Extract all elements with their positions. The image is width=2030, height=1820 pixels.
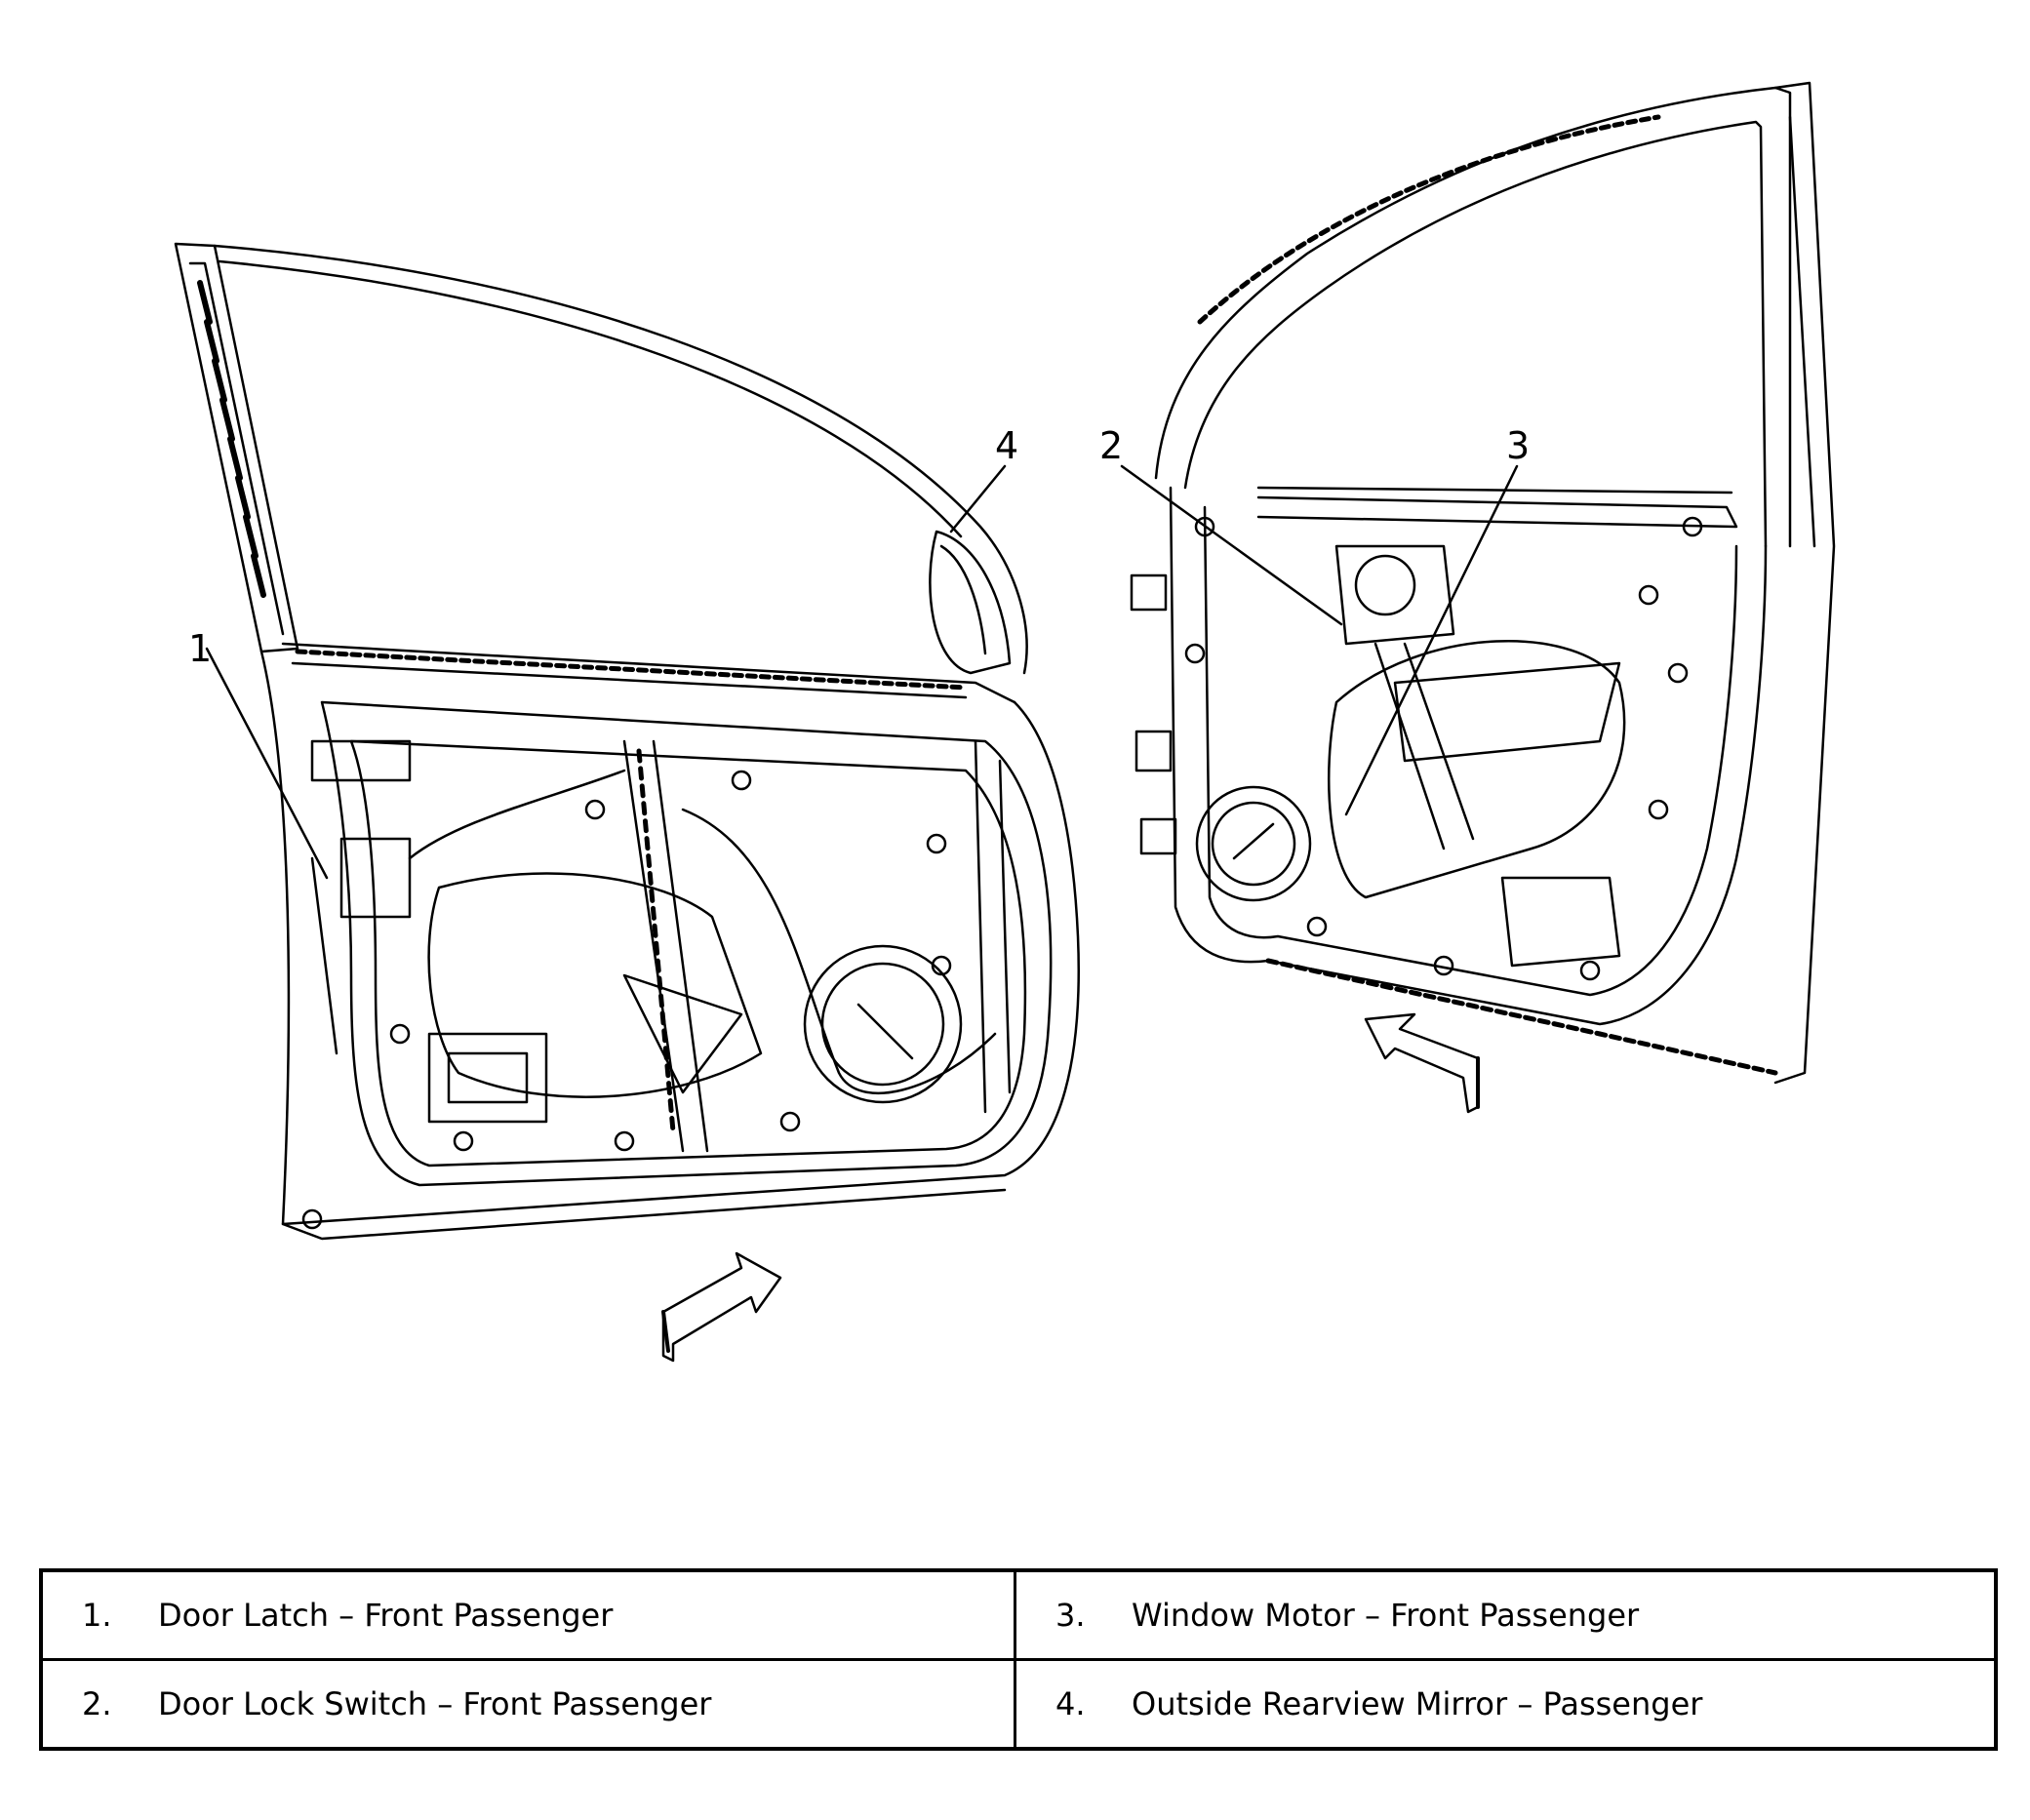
right-door-window-frame	[1154, 86, 1792, 548]
legend-label: Outside Rearview Mirror – Passenger	[1132, 1685, 1703, 1722]
right-window-motor	[1334, 544, 1455, 646]
door-illustration: 1 2 3 4	[174, 81, 1836, 1363]
legend-label: Door Latch – Front Passenger	[158, 1597, 614, 1634]
right-door-drawing	[1130, 81, 1836, 1114]
right-view-arrow	[1364, 1012, 1480, 1114]
legend-label: Door Lock Switch – Front Passenger	[158, 1685, 712, 1722]
callout-4: 4	[995, 424, 1018, 467]
legend-row: 2. Door Lock Switch – Front Passenger 4. O…	[39, 1658, 1998, 1751]
legend-cell: 3. Window Motor – Front Passenger	[1014, 1568, 1998, 1661]
right-door-body	[1169, 486, 1768, 1026]
legend-cell: 4. Outside Rearview Mirror – Passenger	[1014, 1658, 1998, 1751]
legend-table: 1. Door Latch – Front Passenger 3. Window …	[39, 1568, 1998, 1751]
legend-number: 2.	[82, 1685, 112, 1722]
legend-cell: 2. Door Lock Switch – Front Passenger	[39, 1658, 1016, 1751]
legend-row: 1. Door Latch – Front Passenger 3. Window …	[39, 1568, 1998, 1661]
callout-2: 2	[1099, 424, 1123, 467]
legend-number: 4.	[1055, 1685, 1086, 1722]
leader-line-4	[949, 464, 1007, 534]
right-door-pillar	[1773, 81, 1836, 1085]
left-mirror-drawing	[929, 530, 1012, 675]
left-door-window-frame	[213, 244, 1028, 675]
legend-number: 1.	[82, 1597, 112, 1634]
leader-line-1	[205, 647, 329, 880]
left-door-body	[259, 650, 1080, 1226]
callout-3: 3	[1506, 424, 1530, 467]
left-view-arrow	[661, 1251, 782, 1363]
legend-label: Window Motor – Front Passenger	[1132, 1597, 1640, 1634]
legend-cell: 1. Door Latch – Front Passenger	[39, 1568, 1016, 1661]
callout-1: 1	[188, 627, 212, 670]
left-door-pillar	[174, 242, 299, 653]
legend-number: 3.	[1055, 1597, 1086, 1634]
leader-line-2	[1120, 464, 1343, 626]
leader-line-3	[1344, 464, 1519, 816]
left-door-drawing	[174, 242, 1080, 1363]
